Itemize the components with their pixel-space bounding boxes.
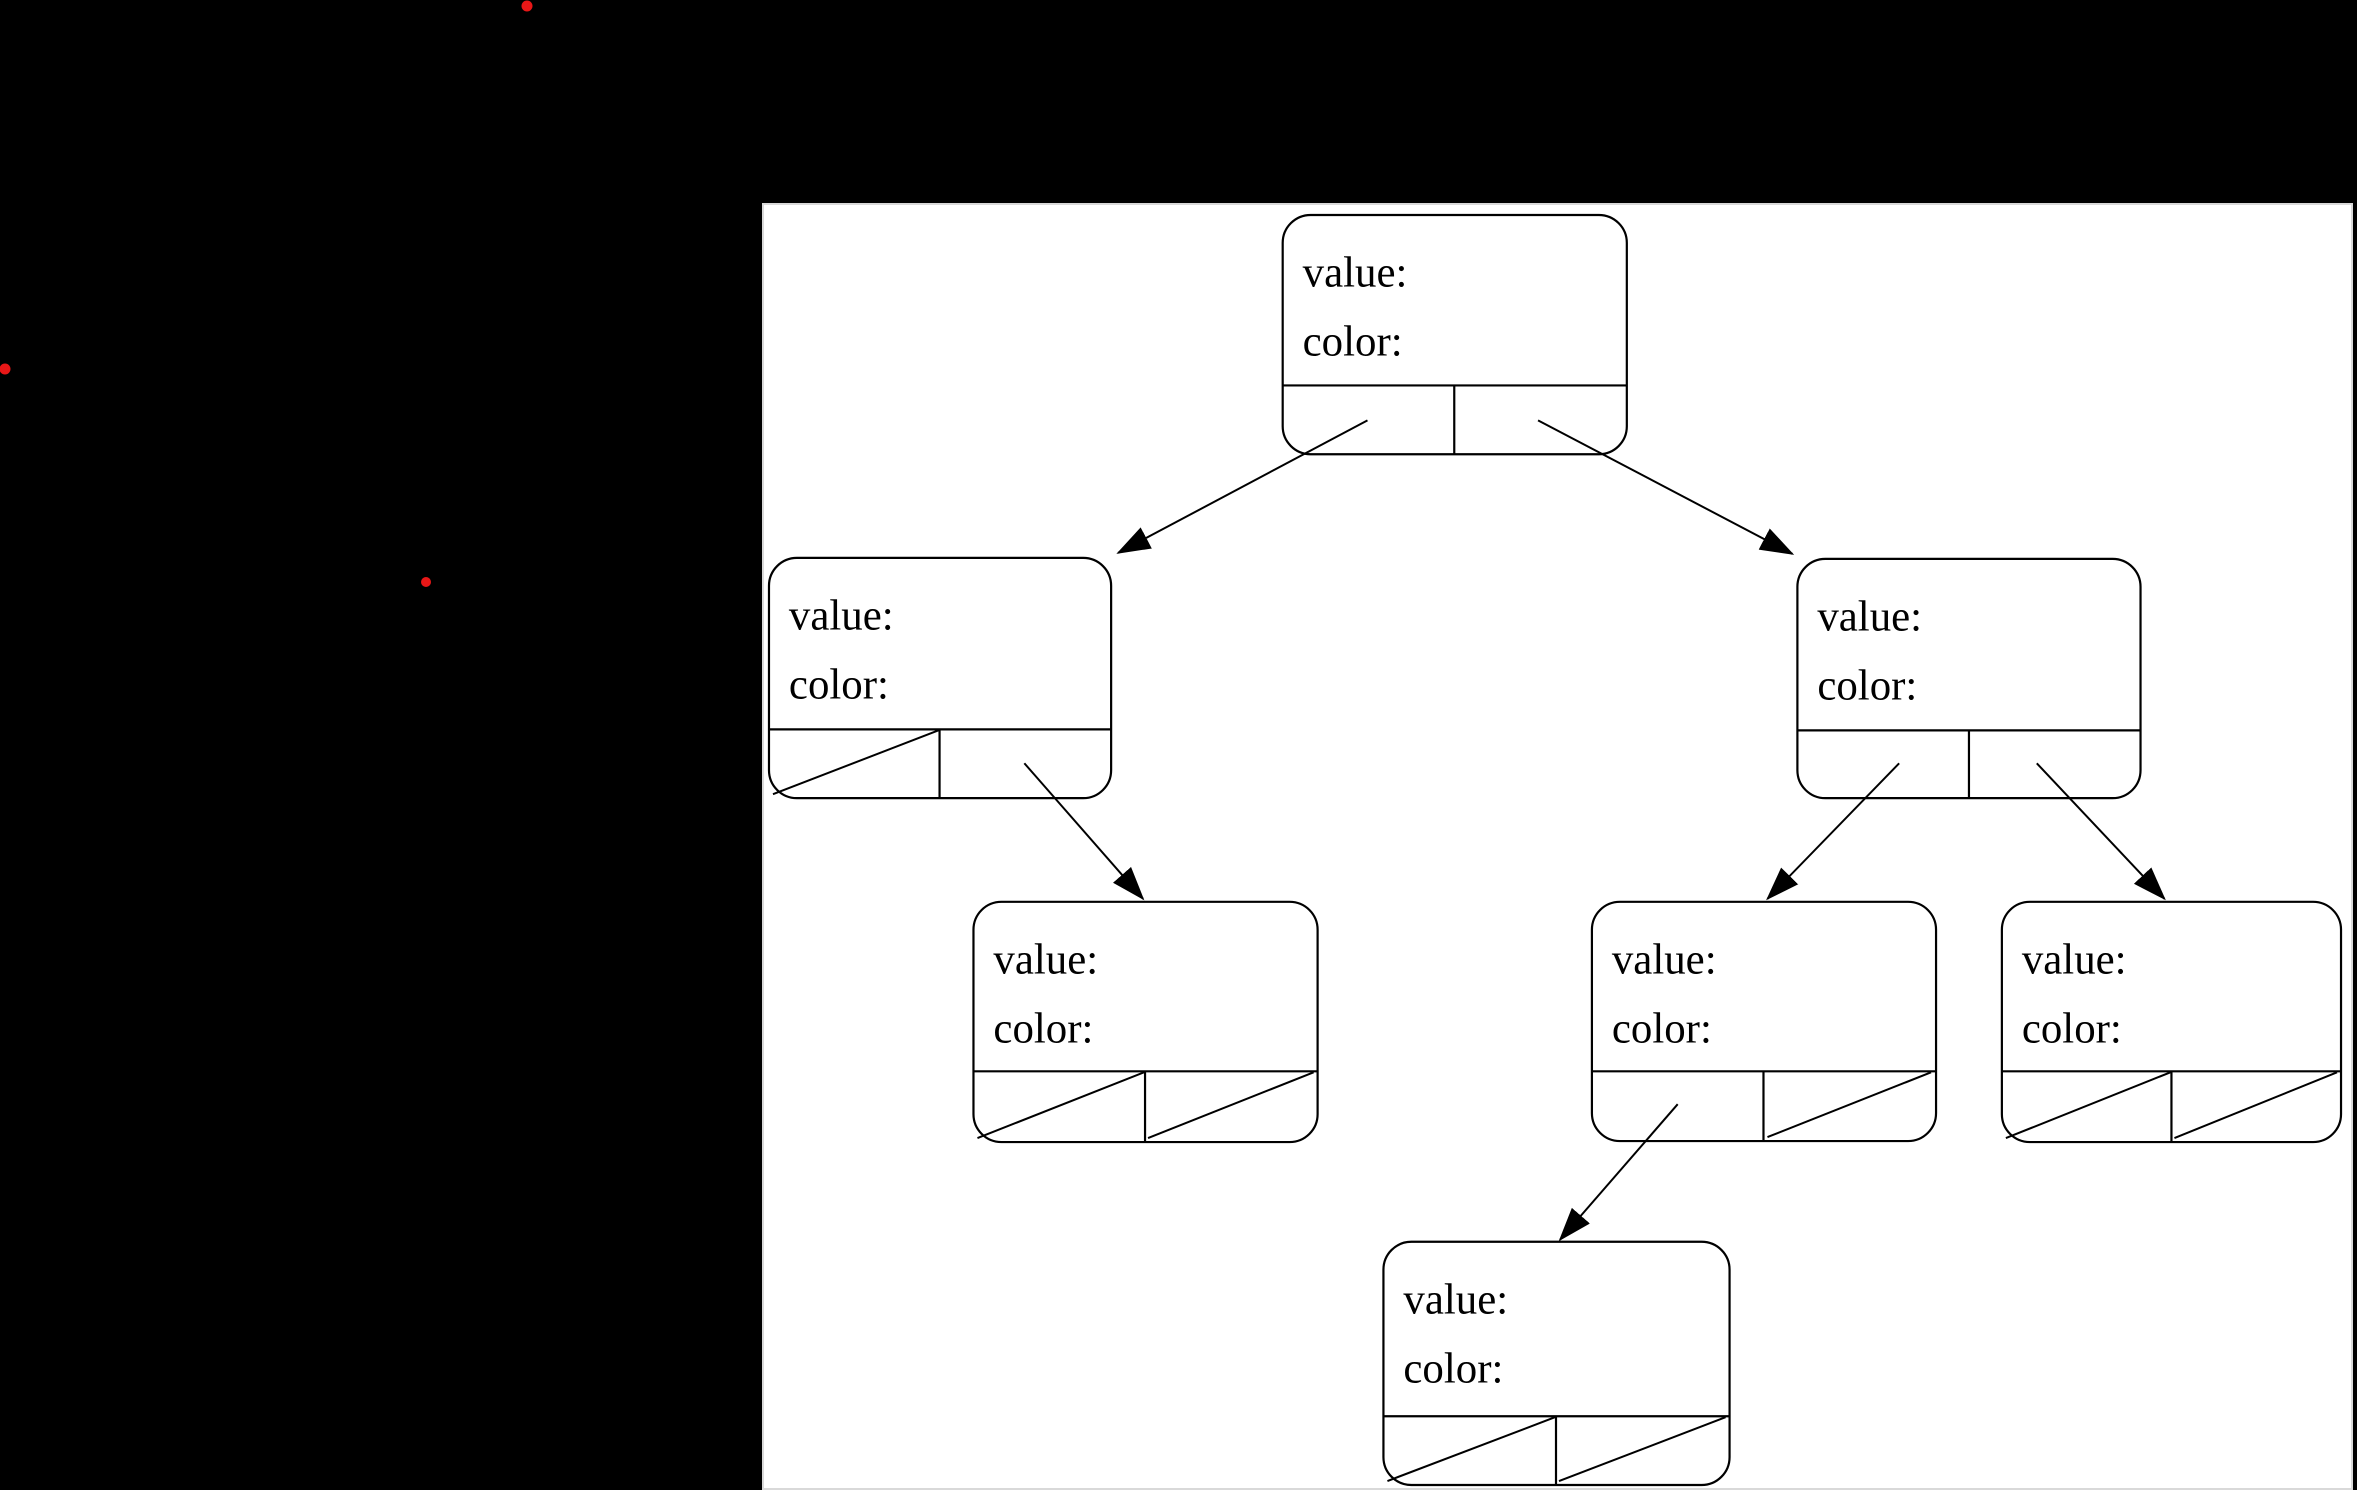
value-label: value: [789, 593, 894, 640]
null-pointer-slash [1147, 1071, 1314, 1140]
pointer-arrow-rightchild-left [1766, 762, 1900, 901]
binary-tree-diagram: value: color: value: color: value: color… [767, 213, 2343, 1487]
value-label: value: [993, 937, 1098, 984]
color-label: color: [993, 1005, 1093, 1052]
tree-node-right-left-grandchild: value: color: [1590, 900, 1938, 1143]
red-dot [421, 577, 431, 587]
tree-node-right-child: value: color: [1796, 557, 2142, 800]
value-label: value: [1303, 250, 1408, 297]
null-pointer-slash [772, 729, 939, 796]
pointer-arrow-rightchild-right [2036, 762, 2166, 901]
tree-node-bottom: value: color: [1382, 1240, 1731, 1487]
color-label: color: [1612, 1005, 1712, 1052]
value-label: value: [1403, 1277, 1508, 1324]
pointer-arrow-leftchild-right [1023, 762, 1145, 901]
color-label: color: [1403, 1345, 1503, 1392]
color-label: color: [1817, 662, 1917, 709]
pointer-arrow-grandchild-left [1558, 1103, 1679, 1242]
null-pointer-slash [977, 1071, 1145, 1140]
color-label: color: [2022, 1005, 2122, 1052]
tree-node-right-right-grandchild: value: color: [2000, 900, 2343, 1144]
null-pointer-slash [2005, 1071, 2171, 1140]
tree-node-left-child: value: color: [767, 556, 1113, 800]
red-dot [521, 0, 533, 12]
color-label: color: [1303, 319, 1403, 366]
value-label: value: [1817, 594, 1922, 641]
null-pointer-slash [2174, 1071, 2338, 1140]
color-label: color: [789, 661, 889, 708]
pointer-arrow-root-right [1537, 419, 1795, 555]
tree-node-root: value: color: [1281, 213, 1628, 456]
value-label: value: [1612, 937, 1717, 984]
null-pointer-slash [1767, 1071, 1932, 1139]
diagram-window: value: color: value: color: value: color… [762, 203, 2353, 1490]
null-pointer-slash [1558, 1416, 1726, 1482]
red-dot [0, 363, 11, 375]
null-pointer-slash [1387, 1416, 1556, 1482]
pointer-arrow-root-left [1116, 419, 1368, 554]
value-label: value: [2022, 937, 2127, 984]
tree-node-left-right-grandchild: value: color: [972, 900, 1319, 1144]
